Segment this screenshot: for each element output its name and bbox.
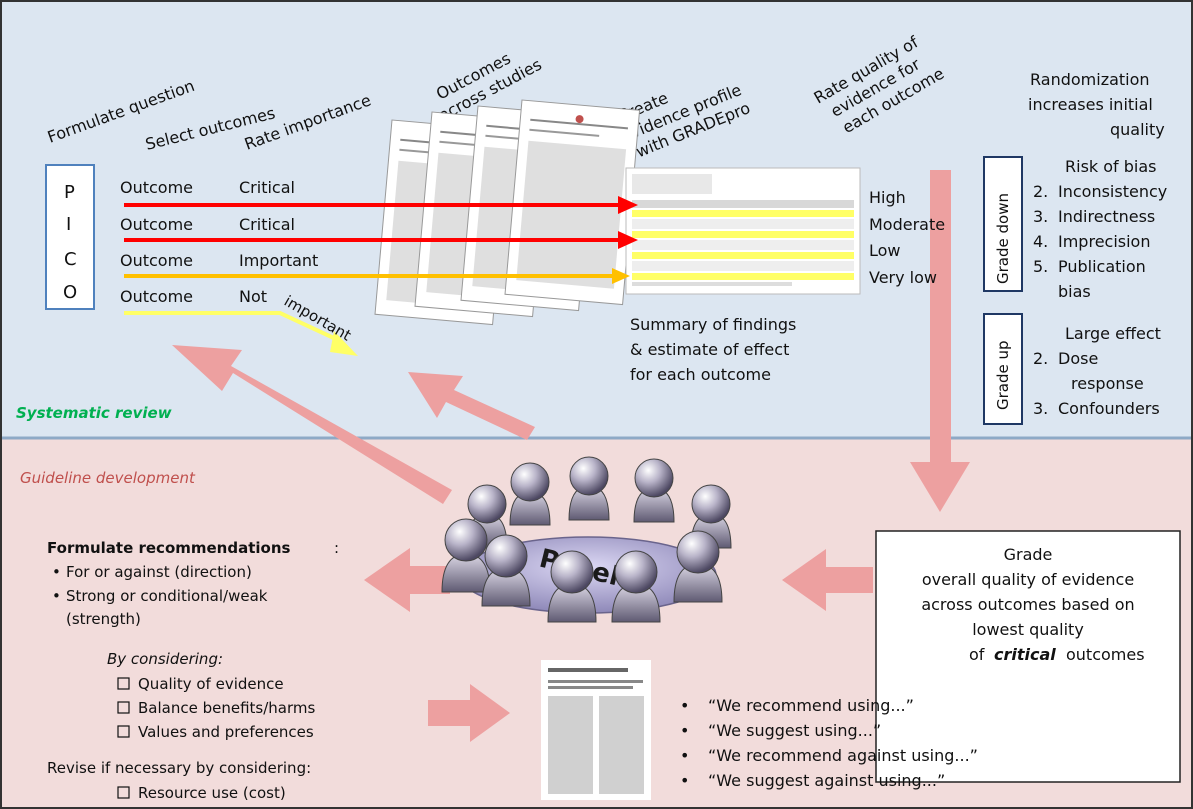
- bullet-1-dot: •: [52, 563, 61, 581]
- outcome-3-label: Outcome: [120, 251, 193, 270]
- phrase-3: “We recommend against using...”: [708, 746, 978, 765]
- considering-item-3: Values and preferences: [138, 723, 314, 741]
- arrow-panel-to-outcomes: [172, 345, 452, 504]
- grade-overall-box: [875, 530, 1181, 783]
- evidence-profile-table: [625, 167, 861, 295]
- grade-up-item-2: Dose: [1058, 349, 1098, 368]
- recommendation-bullet-2: Strong or conditional/weak: [66, 587, 268, 605]
- considering-title: By considering:: [107, 650, 223, 668]
- grade-up-box: [983, 313, 1023, 425]
- grade-down-num-5: 5.: [1033, 257, 1048, 276]
- quality-low: Low: [869, 241, 901, 260]
- grade-box-line-4: lowest quality: [972, 620, 1084, 639]
- checkbox-4: [117, 786, 130, 799]
- grade-down-item-5b: bias: [1058, 282, 1091, 301]
- grade-up-item-3: Confounders: [1058, 399, 1160, 418]
- guideline-development-label: Guideline development: [20, 469, 196, 487]
- grade-down-item-4: Imprecision: [1058, 232, 1150, 251]
- systematic-review-label: Systematic review: [16, 404, 172, 422]
- study-documents: [374, 99, 641, 326]
- guideline-document: [541, 660, 651, 800]
- grade-box-critical: critical: [994, 645, 1056, 664]
- panel-group: Panel: [441, 456, 732, 623]
- phrase-bullet-2: •: [680, 721, 689, 740]
- considering-item-2: Balance benefits/harms: [138, 699, 315, 717]
- phrase-bullet-3: •: [680, 746, 689, 765]
- outcome-2-importance: Critical: [239, 215, 295, 234]
- grade-up-item-1: Large effect: [1065, 324, 1161, 343]
- pico-box: [45, 164, 95, 310]
- grade-down-box: [983, 156, 1023, 292]
- not-important-arrow: [124, 311, 339, 342]
- phrase-bullet-1: •: [680, 696, 689, 715]
- randomization-line-2: increases initial: [1028, 95, 1153, 114]
- considering-item-1: Quality of evidence: [138, 675, 284, 693]
- outcome-4-importance: Not: [239, 287, 267, 306]
- outcome-4-label: Outcome: [120, 287, 193, 306]
- phrase-2: “We suggest using...”: [708, 721, 881, 740]
- outcome-arrows: [124, 196, 638, 356]
- grade-down-num-3: 3.: [1033, 207, 1048, 226]
- pico-i: I: [66, 214, 71, 235]
- recommendation-bullet-2b: (strength): [66, 610, 141, 628]
- grade-down-item-3: Indirectness: [1058, 207, 1155, 226]
- summary-line-1: Summary of findings: [630, 315, 796, 334]
- outcome-2-label: Outcome: [120, 215, 193, 234]
- recommendations-colon: :: [334, 539, 339, 557]
- pico-c: C: [64, 249, 77, 270]
- grade-box-line-1: Grade: [1004, 545, 1053, 564]
- bullet-2-dot: •: [52, 587, 61, 605]
- recommendation-bullet-1: For or against (direction): [66, 563, 252, 581]
- grade-down-item-5: Publication: [1058, 257, 1146, 276]
- outcome-1-importance: Critical: [239, 178, 295, 197]
- grade-box-line-3: across outcomes based on: [921, 595, 1134, 614]
- outcome-1-label: Outcome: [120, 178, 193, 197]
- arrow-to-recommendation-document: [428, 684, 510, 742]
- grade-down-item-1: Risk of bias: [1065, 157, 1157, 176]
- arrow-quality-to-grade: [910, 170, 970, 512]
- arrow-grade-to-panel: [782, 549, 873, 611]
- grade-down-num-4: 4.: [1033, 232, 1048, 251]
- pico-o: O: [63, 282, 77, 303]
- checkbox-1: [117, 677, 130, 690]
- randomization-line-3: quality: [1110, 120, 1165, 139]
- quality-high: High: [869, 188, 906, 207]
- resource-use: Resource use (cost): [138, 784, 286, 802]
- phrase-1: “We recommend using...”: [708, 696, 914, 715]
- revise-text: Revise if necessary by considering:: [47, 759, 311, 777]
- phrase-4: “We suggest against using...”: [708, 771, 945, 790]
- grade-box-line-2: overall quality of evidence: [922, 570, 1134, 589]
- grade-box-of: of: [969, 645, 985, 664]
- checkbox-2: [117, 701, 130, 714]
- grade-box-outcomes: outcomes: [1066, 645, 1145, 664]
- randomization-line-1: Randomization: [1030, 70, 1150, 89]
- pico-p: P: [64, 182, 75, 203]
- arrow-panel-to-recommendations: [364, 548, 450, 612]
- summary-line-3: for each outcome: [630, 365, 771, 384]
- summary-line-2: & estimate of effect: [630, 340, 789, 359]
- checkbox-3: [117, 725, 130, 738]
- grade-down-item-2: Inconsistency: [1058, 182, 1167, 201]
- grade-up-num-2: 2.: [1033, 349, 1048, 368]
- grade-up-num-3: 3.: [1033, 399, 1048, 418]
- outcome-3-importance: Important: [239, 251, 318, 270]
- quality-moderate: Moderate: [869, 215, 945, 234]
- panel-front-row: [441, 518, 723, 623]
- grade-down-label: Grade down: [994, 193, 1012, 284]
- grade-up-label: Grade up: [994, 340, 1012, 410]
- quality-very-low: Very low: [869, 268, 937, 287]
- phrase-bullet-4: •: [680, 771, 689, 790]
- recommendations-title: Formulate recommendations: [47, 539, 291, 557]
- grade-up-item-2b: response: [1071, 374, 1144, 393]
- grade-down-num-2: 2.: [1033, 182, 1048, 201]
- arrow-panel-to-studies: [408, 372, 535, 440]
